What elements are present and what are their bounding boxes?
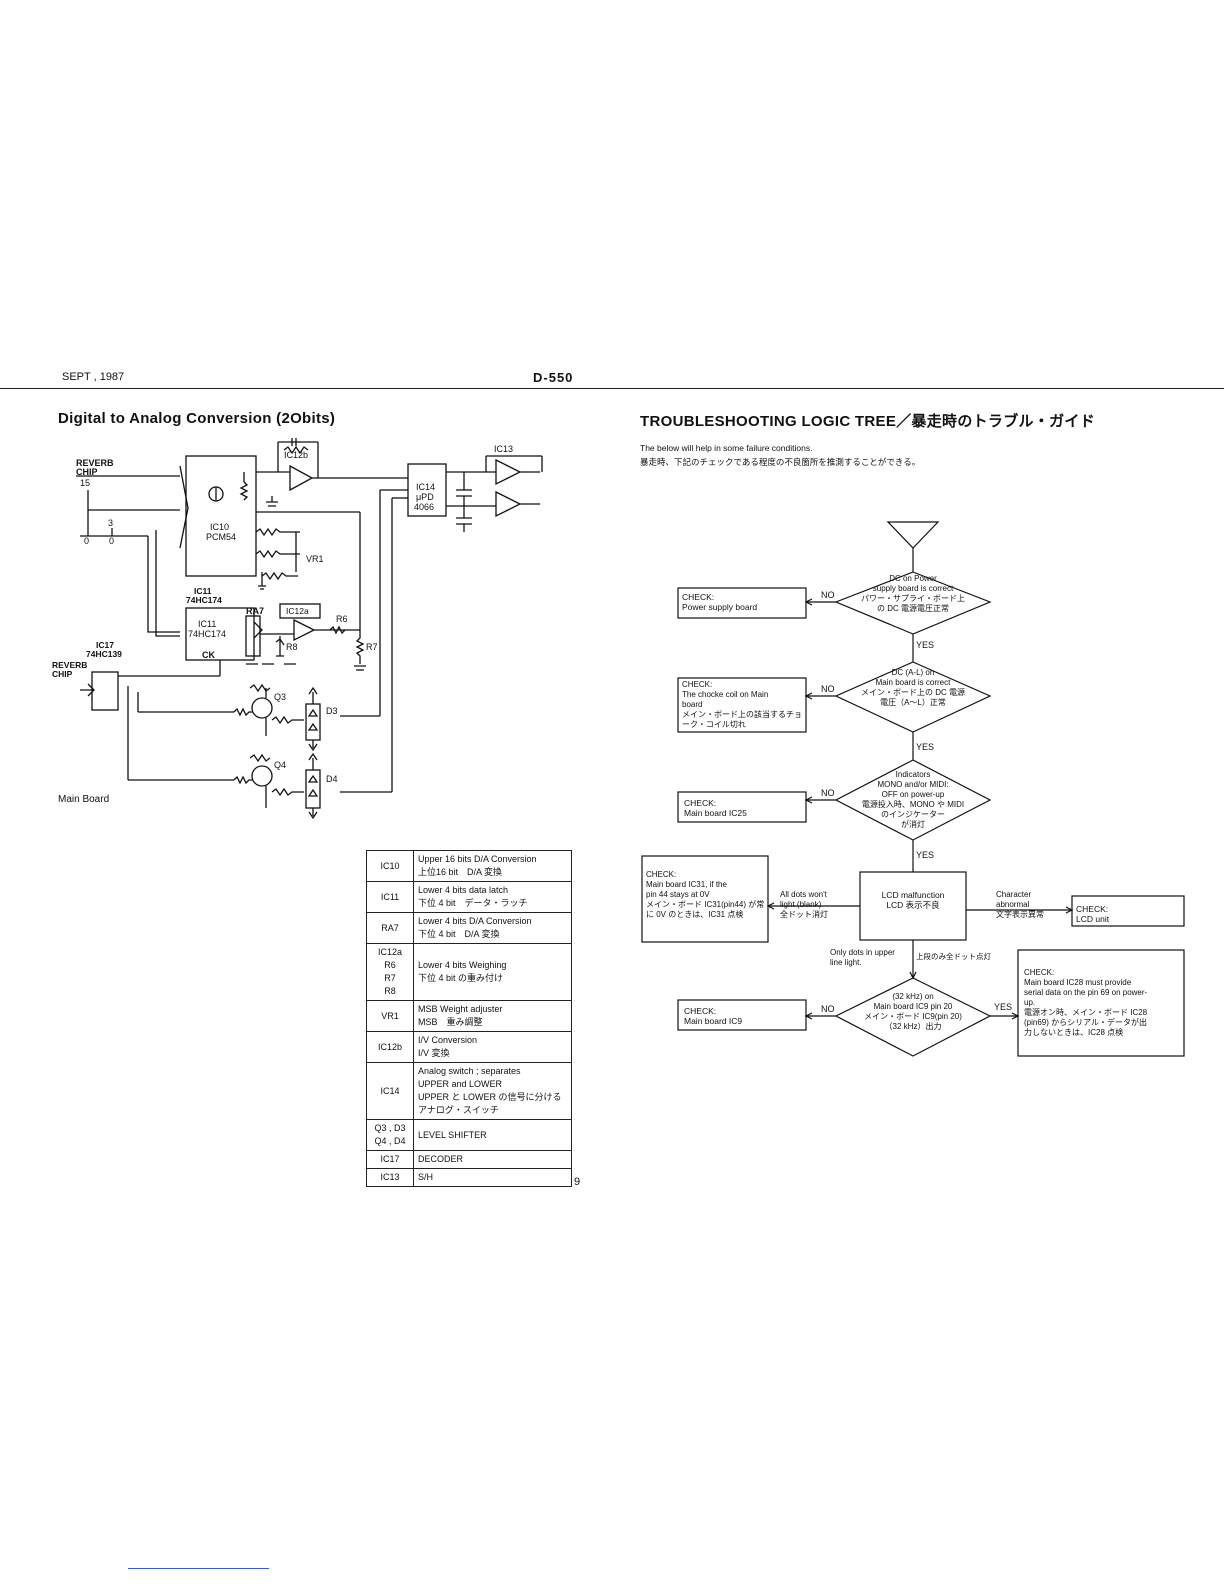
edge-label-no: NO [821, 788, 835, 798]
left-title: Digital to Analog Conversion (2Obits) [58, 410, 336, 427]
edge-label-no: NO [821, 684, 835, 694]
label-ic12b: IC12b [284, 450, 308, 460]
intro-en: The below will help in some failure cond… [640, 443, 813, 453]
right-title: TROUBLESHOOTING LOGIC TREE／暴走時のトラブル・ガイド [640, 413, 1096, 430]
label-ic12a: IC12a [286, 606, 309, 616]
logic-tree [641, 521, 1185, 1057]
label-r6: R6 [336, 614, 348, 624]
part-id: IC17 [366, 1150, 414, 1169]
label-pin0a: 0 [84, 536, 89, 546]
label-main-board: Main Board [58, 794, 109, 805]
page-number: 9 [574, 1176, 581, 1188]
edge-label-yes: YES [916, 640, 935, 650]
edge-only-dots-jp: 上段のみ全ドット点灯 [916, 952, 991, 961]
part-description: DECODER [413, 1150, 572, 1169]
label-pin0b: 0 [109, 536, 114, 546]
check-ic25: CHECK:Main board IC25 [684, 798, 747, 818]
part-id: RA7 [366, 912, 414, 944]
label-q3: Q3 [274, 692, 286, 702]
edge-label-yes: YES [916, 742, 935, 752]
label-q4: Q4 [274, 760, 286, 770]
header-model: D-550 [533, 370, 574, 385]
label-pin15: 15 [80, 478, 90, 488]
label-r7: R7 [366, 642, 378, 652]
part-id: IC10 [366, 850, 414, 882]
label-ic13: IC13 [494, 444, 513, 454]
bottom-rule [128, 1568, 269, 1569]
part-id: IC12b [366, 1031, 414, 1063]
part-id: IC11 [366, 881, 414, 913]
label-r8: R8 [286, 642, 298, 652]
part-description: S/H [413, 1168, 572, 1187]
label-ra7: RA7 [246, 606, 264, 616]
edge-label-no: NO [821, 590, 835, 600]
part-id: VR1 [366, 1000, 414, 1032]
label-d4: D4 [326, 774, 338, 784]
header-rule [0, 388, 1224, 389]
header-date: SEPT , 1987 [62, 371, 125, 383]
label-pin3: 3 [108, 518, 113, 528]
edge-label-no: NO [821, 1004, 835, 1014]
edge-label-yes: YES [916, 850, 935, 860]
check-ic9: CHECK:Main board IC9 [684, 1006, 743, 1026]
edge-label-yes: YES [994, 1002, 1013, 1012]
label-ck: CK [202, 650, 215, 660]
intro-jp: 暴走時、下記のチェックである程度の不良箇所を推測することができる。 [640, 457, 921, 467]
part-id: IC13 [366, 1168, 414, 1187]
part-id: IC14 [366, 1062, 414, 1120]
label-vr1: VR1 [306, 554, 324, 564]
check-power-supply: CHECK:Power supply board [682, 592, 758, 612]
label-d3: D3 [326, 706, 338, 716]
check-lcd-unit: CHECK:LCD unit [1076, 904, 1110, 924]
part-description: LEVEL SHIFTER [413, 1119, 572, 1151]
